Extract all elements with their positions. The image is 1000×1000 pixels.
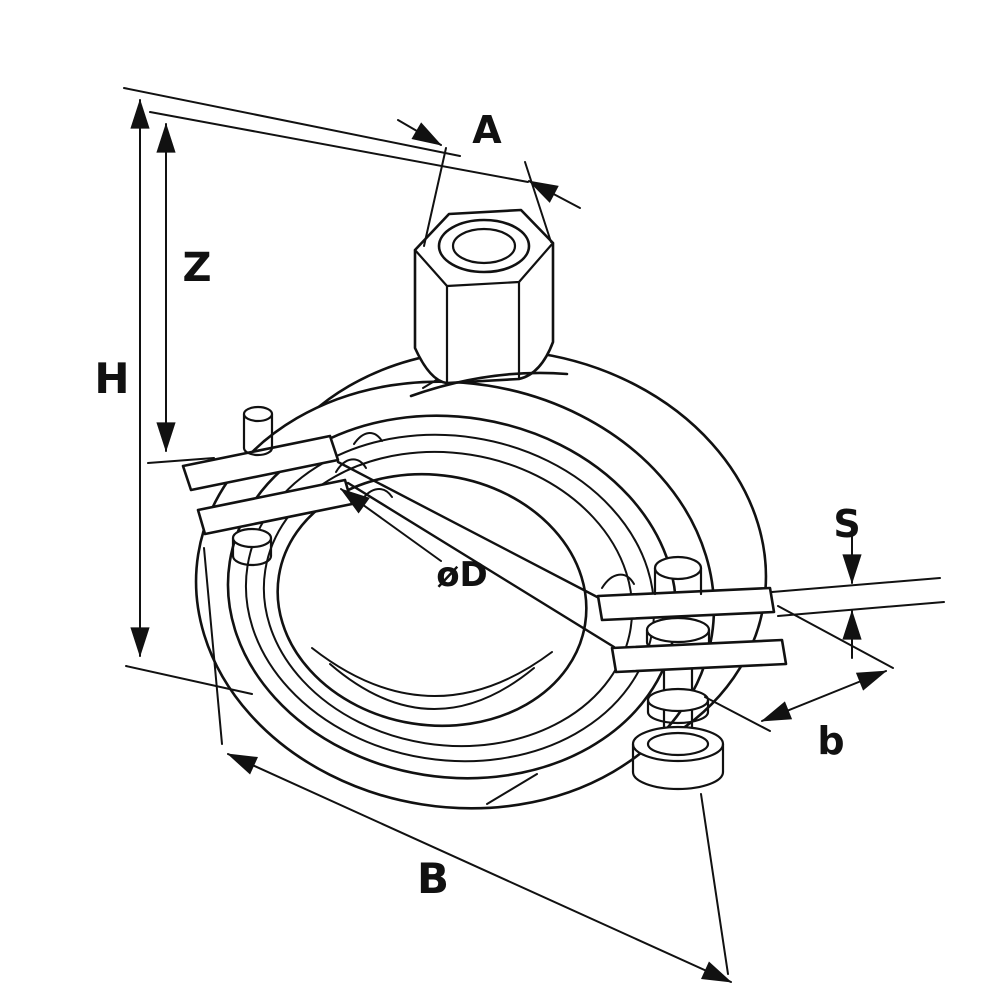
- label-B: B: [417, 854, 449, 903]
- right-flange-and-screw: [596, 555, 788, 791]
- label-S: S: [833, 502, 860, 546]
- pipe-bore: [276, 472, 588, 728]
- hex-nut: [413, 208, 555, 385]
- clamp-split-gap: [336, 460, 616, 649]
- label-A: A: [472, 108, 502, 152]
- left-stud: [231, 405, 274, 567]
- label-b: b: [817, 719, 844, 763]
- label-diameter: øD: [436, 555, 488, 595]
- left-flange: [181, 434, 354, 536]
- dimension-S: [771, 535, 945, 659]
- dimension-A: [397, 119, 581, 247]
- dimension-H: [123, 87, 461, 695]
- dimension-labels: H Z A S øD b B: [94, 108, 860, 903]
- dimension-diameter: [340, 488, 442, 562]
- band-top-edge: [409, 371, 569, 398]
- dimension-B: [203, 547, 733, 983]
- label-Z: Z: [182, 245, 211, 291]
- dimension-b: [704, 605, 894, 732]
- locking-screw: [631, 667, 725, 791]
- pipe-clamp-figure: [181, 208, 788, 810]
- dimension-lines: [123, 87, 945, 983]
- dimension-Z: [147, 111, 529, 464]
- label-H: H: [94, 354, 129, 403]
